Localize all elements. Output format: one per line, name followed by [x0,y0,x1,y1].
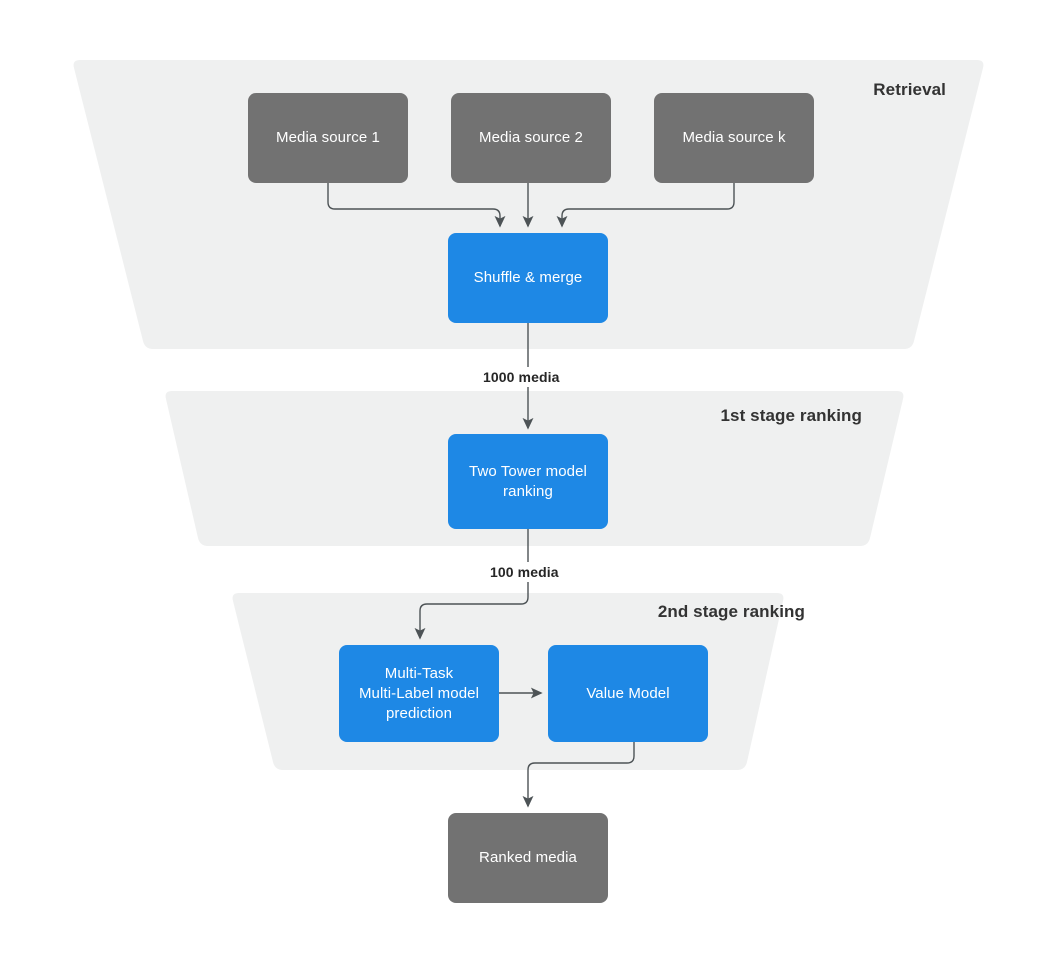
node-ranked-media-label: Ranked media [479,849,577,866]
edge-label-1000-media: 1000 media [477,367,566,387]
edge-media-source-1-to-shuffle-merge [327,183,506,228]
node-value-model-label: Value Model [586,684,670,702]
node-two-tower-model-ranking-label: Two Tower model ranking [469,462,587,500]
edge-value-model-to-ranked-media [522,742,635,808]
node-media-source-1-label: Media source 1 [276,129,380,146]
node-two-tower-model-ranking[interactable]: Two Tower model ranking [448,434,608,529]
node-shuffle-merge[interactable]: Shuffle & merge [448,233,608,323]
stage-label-first-stage-ranking: 1st stage ranking [720,406,862,425]
node-media-source-k-label: Media source k [682,129,786,146]
node-value-model[interactable]: Value Model [548,645,708,742]
node-media-source-1[interactable]: Media source 1 [248,93,408,183]
node-multi-task-multi-label-model-prediction-label: Multi-Task Multi-Label model prediction [358,664,480,722]
node-ranked-media[interactable]: Ranked media [448,813,608,903]
edge-two-tower-to-multi-task [414,529,529,640]
stage-label-second-stage-ranking: 2nd stage ranking [657,602,805,621]
stage-label-retrieval: Retrieval [873,80,946,99]
edge-label-100-media: 100 media [484,562,565,582]
edge-media-source-k-to-shuffle-merge [556,183,735,228]
node-multi-task-multi-label-model-prediction[interactable]: Multi-Task Multi-Label model prediction [339,645,499,742]
node-media-source-2-label: Media source 2 [479,129,583,146]
node-media-source-k[interactable]: Media source k [654,93,814,183]
node-media-source-2[interactable]: Media source 2 [451,93,611,183]
node-shuffle-merge-label: Shuffle & merge [473,269,583,286]
